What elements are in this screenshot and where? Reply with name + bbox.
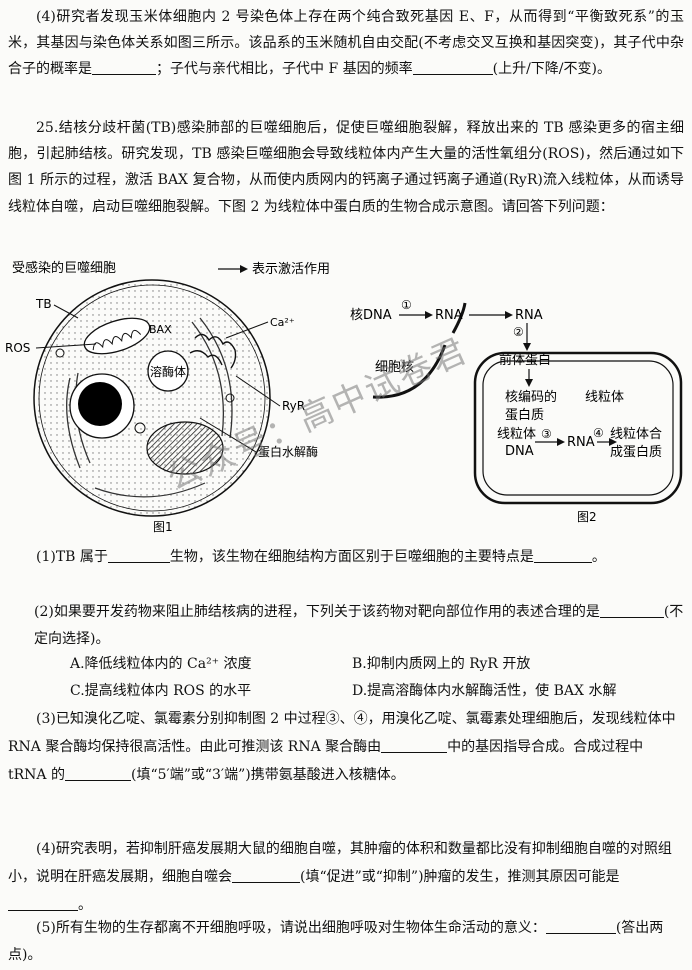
option-a[interactable]: A.降低线粒体内的 Ca²⁺ 浓度 [70,656,252,672]
fig1-ros-label: ROS [5,341,30,355]
question-3: (3)已知溴化乙啶、氯霉素分别抑制图 2 中过程③、④，用溴化乙啶、氯霉素处理细… [8,711,676,783]
cell-membrane [33,279,271,517]
answer-blank[interactable] [533,548,592,563]
fig2-caption: 图2 [577,510,597,524]
fig1-legend: 表示激活作用 [252,262,330,277]
fig1-title: 受感染的巨噬细胞 [12,260,116,276]
fig1-tb-label: TB [35,297,52,311]
answer-blank[interactable] [92,60,156,76]
q25-intro: 25.结核分歧杆菌(TB)感染肺部的巨噬细胞后，促使巨噬细胞裂解，释放出来的 T… [8,120,684,215]
answer-blank[interactable] [412,60,493,76]
figure-2: 核DNA ① RNA RNA ② 前体蛋白 细胞核 核编码的 蛋白质 线粒体 线… [350,298,683,524]
question-4: (4)研究表明，若抑制肝癌发展期大鼠的细胞自噬，其肿瘤的体积和数量都比没有抑制细… [8,841,672,913]
fig2-nucleus: 细胞核 [375,360,414,375]
fig1-lysosome-label: 溶酶体 [150,364,186,379]
figure-1: 受感染的巨噬细胞 表示激活作用 溶酶体 BAX TB ROS Ca²⁺ RyR … [5,260,330,534]
answer-blank[interactable] [8,896,78,911]
answer-blank[interactable] [599,603,664,618]
option-b[interactable]: B.抑制内质网上的 RyR 开放 [352,656,531,672]
lysosome [147,350,189,392]
fig2-mitodna-l2: DNA [505,444,534,459]
question-1: (1)TB 属于生物，该生物在细胞结构方面区别于巨噬细胞的主要特点是。 [36,548,606,565]
fig2-mito-label: 线粒体 [585,390,624,405]
option-d[interactable]: D.提高溶酶体内水解酶活性，使 BAX 水解 [352,683,617,699]
q24-part4: (4)研究者发现玉米体细胞内 2 号染色体上存在两个纯合致死基因 E、F，从而得… [8,9,684,78]
fig2-step2: ② [513,325,524,339]
fig2-precursor: 前体蛋白 [499,352,551,368]
answer-blank[interactable] [381,738,448,753]
option-c[interactable]: C.提高线粒体内 ROS 的水平 [70,683,252,699]
fig2-rna1: RNA [435,308,463,323]
fig2-nuclear-dna: 核DNA [350,308,392,323]
fig1-ryr-label: RyR [282,399,305,413]
fig1-protease-label: 蛋白水解酶 [258,444,318,459]
answer-blank[interactable] [232,868,300,883]
fig1-bax-label: BAX [149,323,172,336]
fig2-rna2: RNA [515,308,543,323]
fig2-synth-l2: 成蛋白质 [610,444,662,460]
question-5: (5)所有生物的生存都离不开细胞呼吸，请说出细胞呼吸对生物体生命活动的意义：(答… [8,919,664,963]
golgi-apparatus [146,421,224,475]
arrow-head-icon [240,265,248,273]
question-2: (2)如果要开发药物来阻止肺结核病的进程，下列关于该药物对靶向部位作用的表述合理… [34,603,684,647]
fig2-rna3: RNA [567,435,595,450]
fig2-mitodna-l1: 线粒体 [497,427,536,442]
fig2-step1: ① [401,298,412,312]
answer-blank[interactable] [107,548,170,563]
fig2-mitochondrion [473,351,683,505]
fig2-synth-l1: 线粒体合 [610,427,662,442]
fig1-caption: 图1 [153,520,173,534]
fig2-encoded-l2: 蛋白质 [505,407,544,423]
fig1-ca-label: Ca²⁺ [270,316,295,329]
fig2-encoded-l1: 核编码的 [505,389,557,405]
fig2-step4: ④ [593,426,604,440]
answer-blank[interactable] [64,766,131,781]
fig2-step3: ③ [541,427,552,441]
answer-blank[interactable] [545,919,616,934]
nucleolus [78,382,122,426]
